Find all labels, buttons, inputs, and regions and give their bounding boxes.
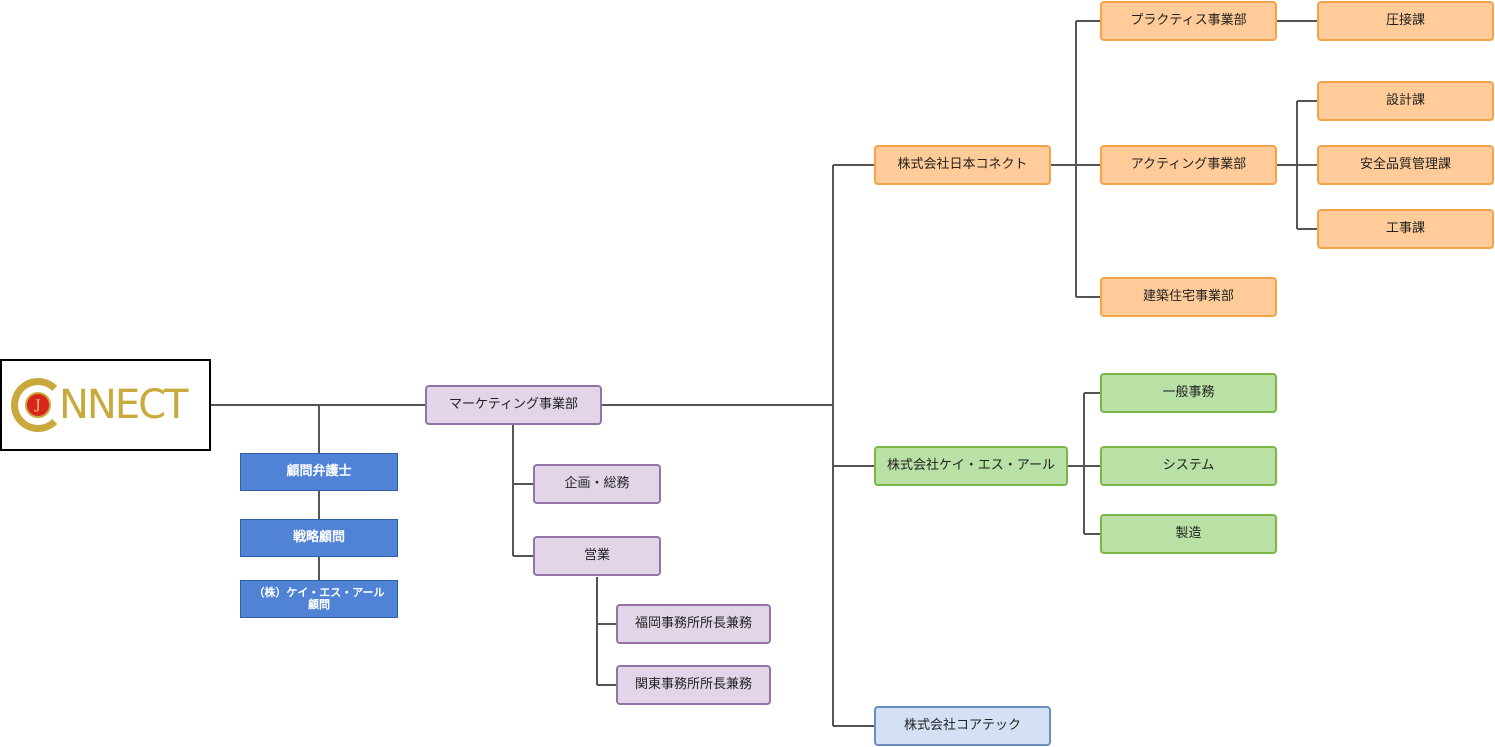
node-manufacturing[interactable]: 製造 [1100,514,1277,554]
node-marketing-division[interactable]: マーケティング事業部 [425,385,602,425]
node-strategy-advisor[interactable]: 戦略顧問 [240,519,398,557]
node-nihon-connect[interactable]: 株式会社日本コネクト [874,145,1051,185]
line-acting-children [1277,100,1317,230]
line-sales-children [596,577,616,686]
node-practice-division[interactable]: プラクティス事業部 [1100,1,1277,41]
node-ksr-advisor-line2: 顧問 [308,598,330,611]
logo-ring [11,378,65,432]
node-general-affairs[interactable]: 一般事務 [1100,373,1277,413]
node-planning-general[interactable]: 企画・総務 [533,464,661,504]
node-construction-section[interactable]: 工事課 [1317,209,1494,249]
node-acting-division[interactable]: アクティング事業部 [1100,145,1277,185]
node-fukuoka-office[interactable]: 福岡事務所所長兼務 [616,604,771,644]
node-pressure-section[interactable]: 圧接課 [1317,1,1494,41]
node-ksr-advisor[interactable]: （株）ケイ・エス・アール 顧問 [240,580,398,618]
node-architecture-division[interactable]: 建築住宅事業部 [1100,277,1277,317]
node-ksr-advisor-line1: （株）ケイ・エス・アール [253,585,385,599]
node-design-section[interactable]: 設計課 [1317,81,1494,121]
logo-artwork: J NNECT [9,371,200,439]
node-ksr-company[interactable]: 株式会社ケイ・エス・アール [874,446,1068,486]
line-ksr-children [1068,392,1100,535]
logo-text: NNECT [59,382,188,428]
line-marketing-children [512,425,533,557]
line-nihon-children [1051,20,1100,298]
node-sales[interactable]: 営業 [533,536,661,576]
logo-c-mark: J [11,378,65,432]
node-legal-advisor[interactable]: 顧問弁護士 [240,453,398,491]
node-safety-quality-section[interactable]: 安全品質管理課 [1317,145,1494,185]
node-coretech[interactable]: 株式会社コアテック [874,706,1051,746]
connect-logo: J NNECT [0,359,211,451]
logo-j-emblem: J [25,392,51,418]
node-kanto-office[interactable]: 関東事務所所長兼務 [616,665,771,705]
node-system[interactable]: システム [1100,446,1277,486]
